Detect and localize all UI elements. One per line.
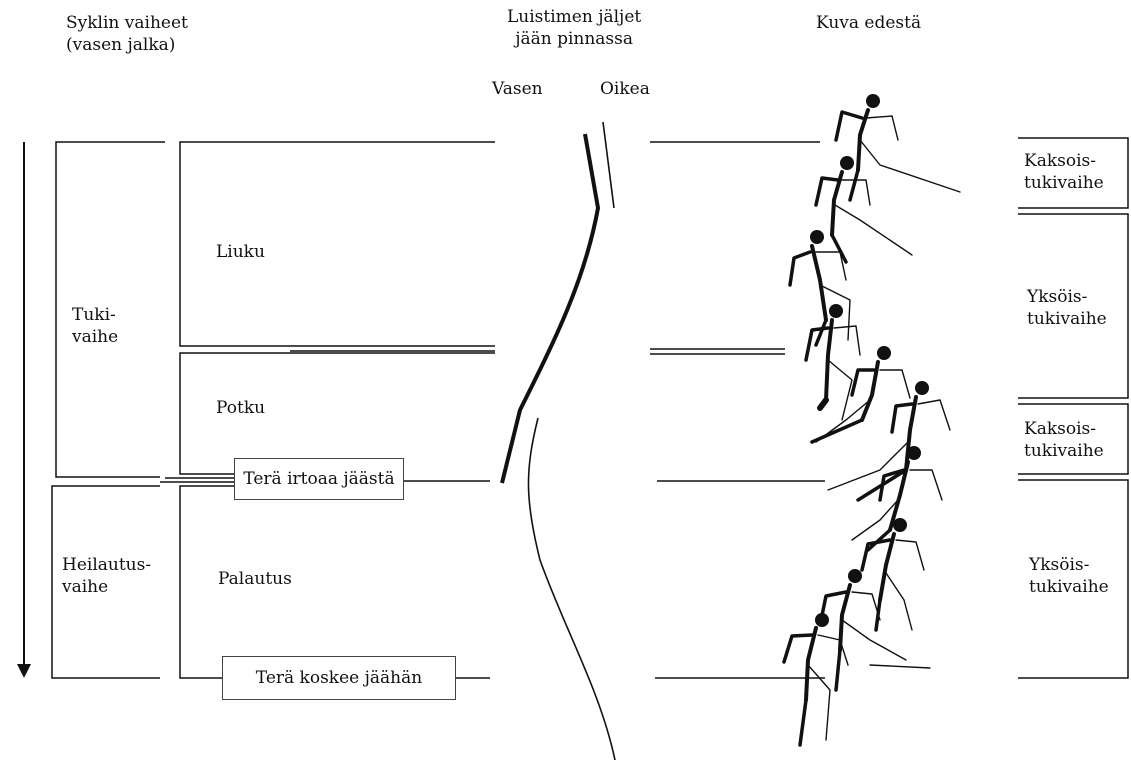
skater-silhouette-icon <box>784 94 960 745</box>
glide-label: Liuku <box>216 241 265 263</box>
skate-tracks-header: Luistimen jäljet jään pinnassa <box>507 6 641 50</box>
skater-figure <box>816 156 912 262</box>
skater-figure <box>852 446 942 550</box>
skater-figure <box>862 518 924 630</box>
skater-figure <box>784 613 930 745</box>
single-support-label-2: Yksöis- tukivaihe <box>1029 554 1109 598</box>
push-label: Potku <box>216 397 265 419</box>
sub-phase-brackets <box>160 142 495 678</box>
right-track-label: Oikea <box>600 78 650 100</box>
support-phase-label: Tuki- vaihe <box>72 304 118 348</box>
blade-off-event-box: Terä irtoaa jäästä <box>234 458 404 500</box>
left-track-label: Vasen <box>492 78 543 100</box>
single-support-label-1: Yksöis- tukivaihe <box>1027 286 1107 330</box>
left-track-upper <box>502 134 598 483</box>
skater-figure <box>836 94 960 200</box>
skater-figure <box>806 304 860 420</box>
cycle-phases-header: Syklin vaiheet (vasen jalka) <box>66 12 188 56</box>
recovery-label: Palautus <box>218 568 292 590</box>
skater-figure <box>820 569 906 690</box>
double-support-label-2: Kaksois- tukivaihe <box>1024 418 1104 462</box>
blade-on-event-box: Terä koskee jäähän <box>222 656 456 700</box>
right-track-upper <box>603 122 614 208</box>
left-track-lower <box>528 418 615 760</box>
double-support-label-1: Kaksois- tukivaihe <box>1024 150 1104 194</box>
skater-figure <box>828 381 950 500</box>
front-view-header: Kuva edestä <box>816 12 921 34</box>
skate-tracks <box>502 122 615 760</box>
phase-guide-lines <box>650 142 825 678</box>
down-arrow-icon <box>17 142 31 678</box>
swing-phase-label: Heilautus- vaihe <box>62 554 151 598</box>
